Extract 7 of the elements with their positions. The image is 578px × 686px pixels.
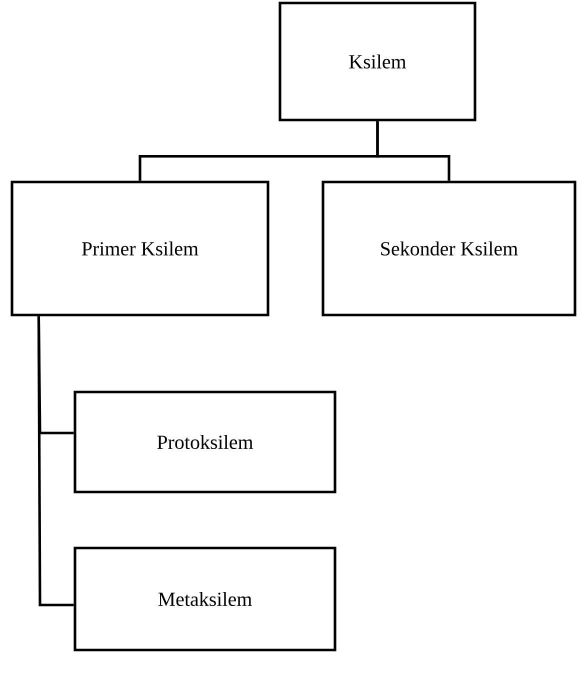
box: Sekonder Ksilem: [322, 180, 576, 316]
box: Primer Ksilem: [10, 180, 270, 316]
connector-line: [376, 121, 450, 181]
box: Ksilem: [278, 2, 476, 122]
connector-line: [37, 316, 74, 606]
box: Protoksilem: [74, 390, 336, 494]
box: Metaksilem: [74, 546, 336, 652]
